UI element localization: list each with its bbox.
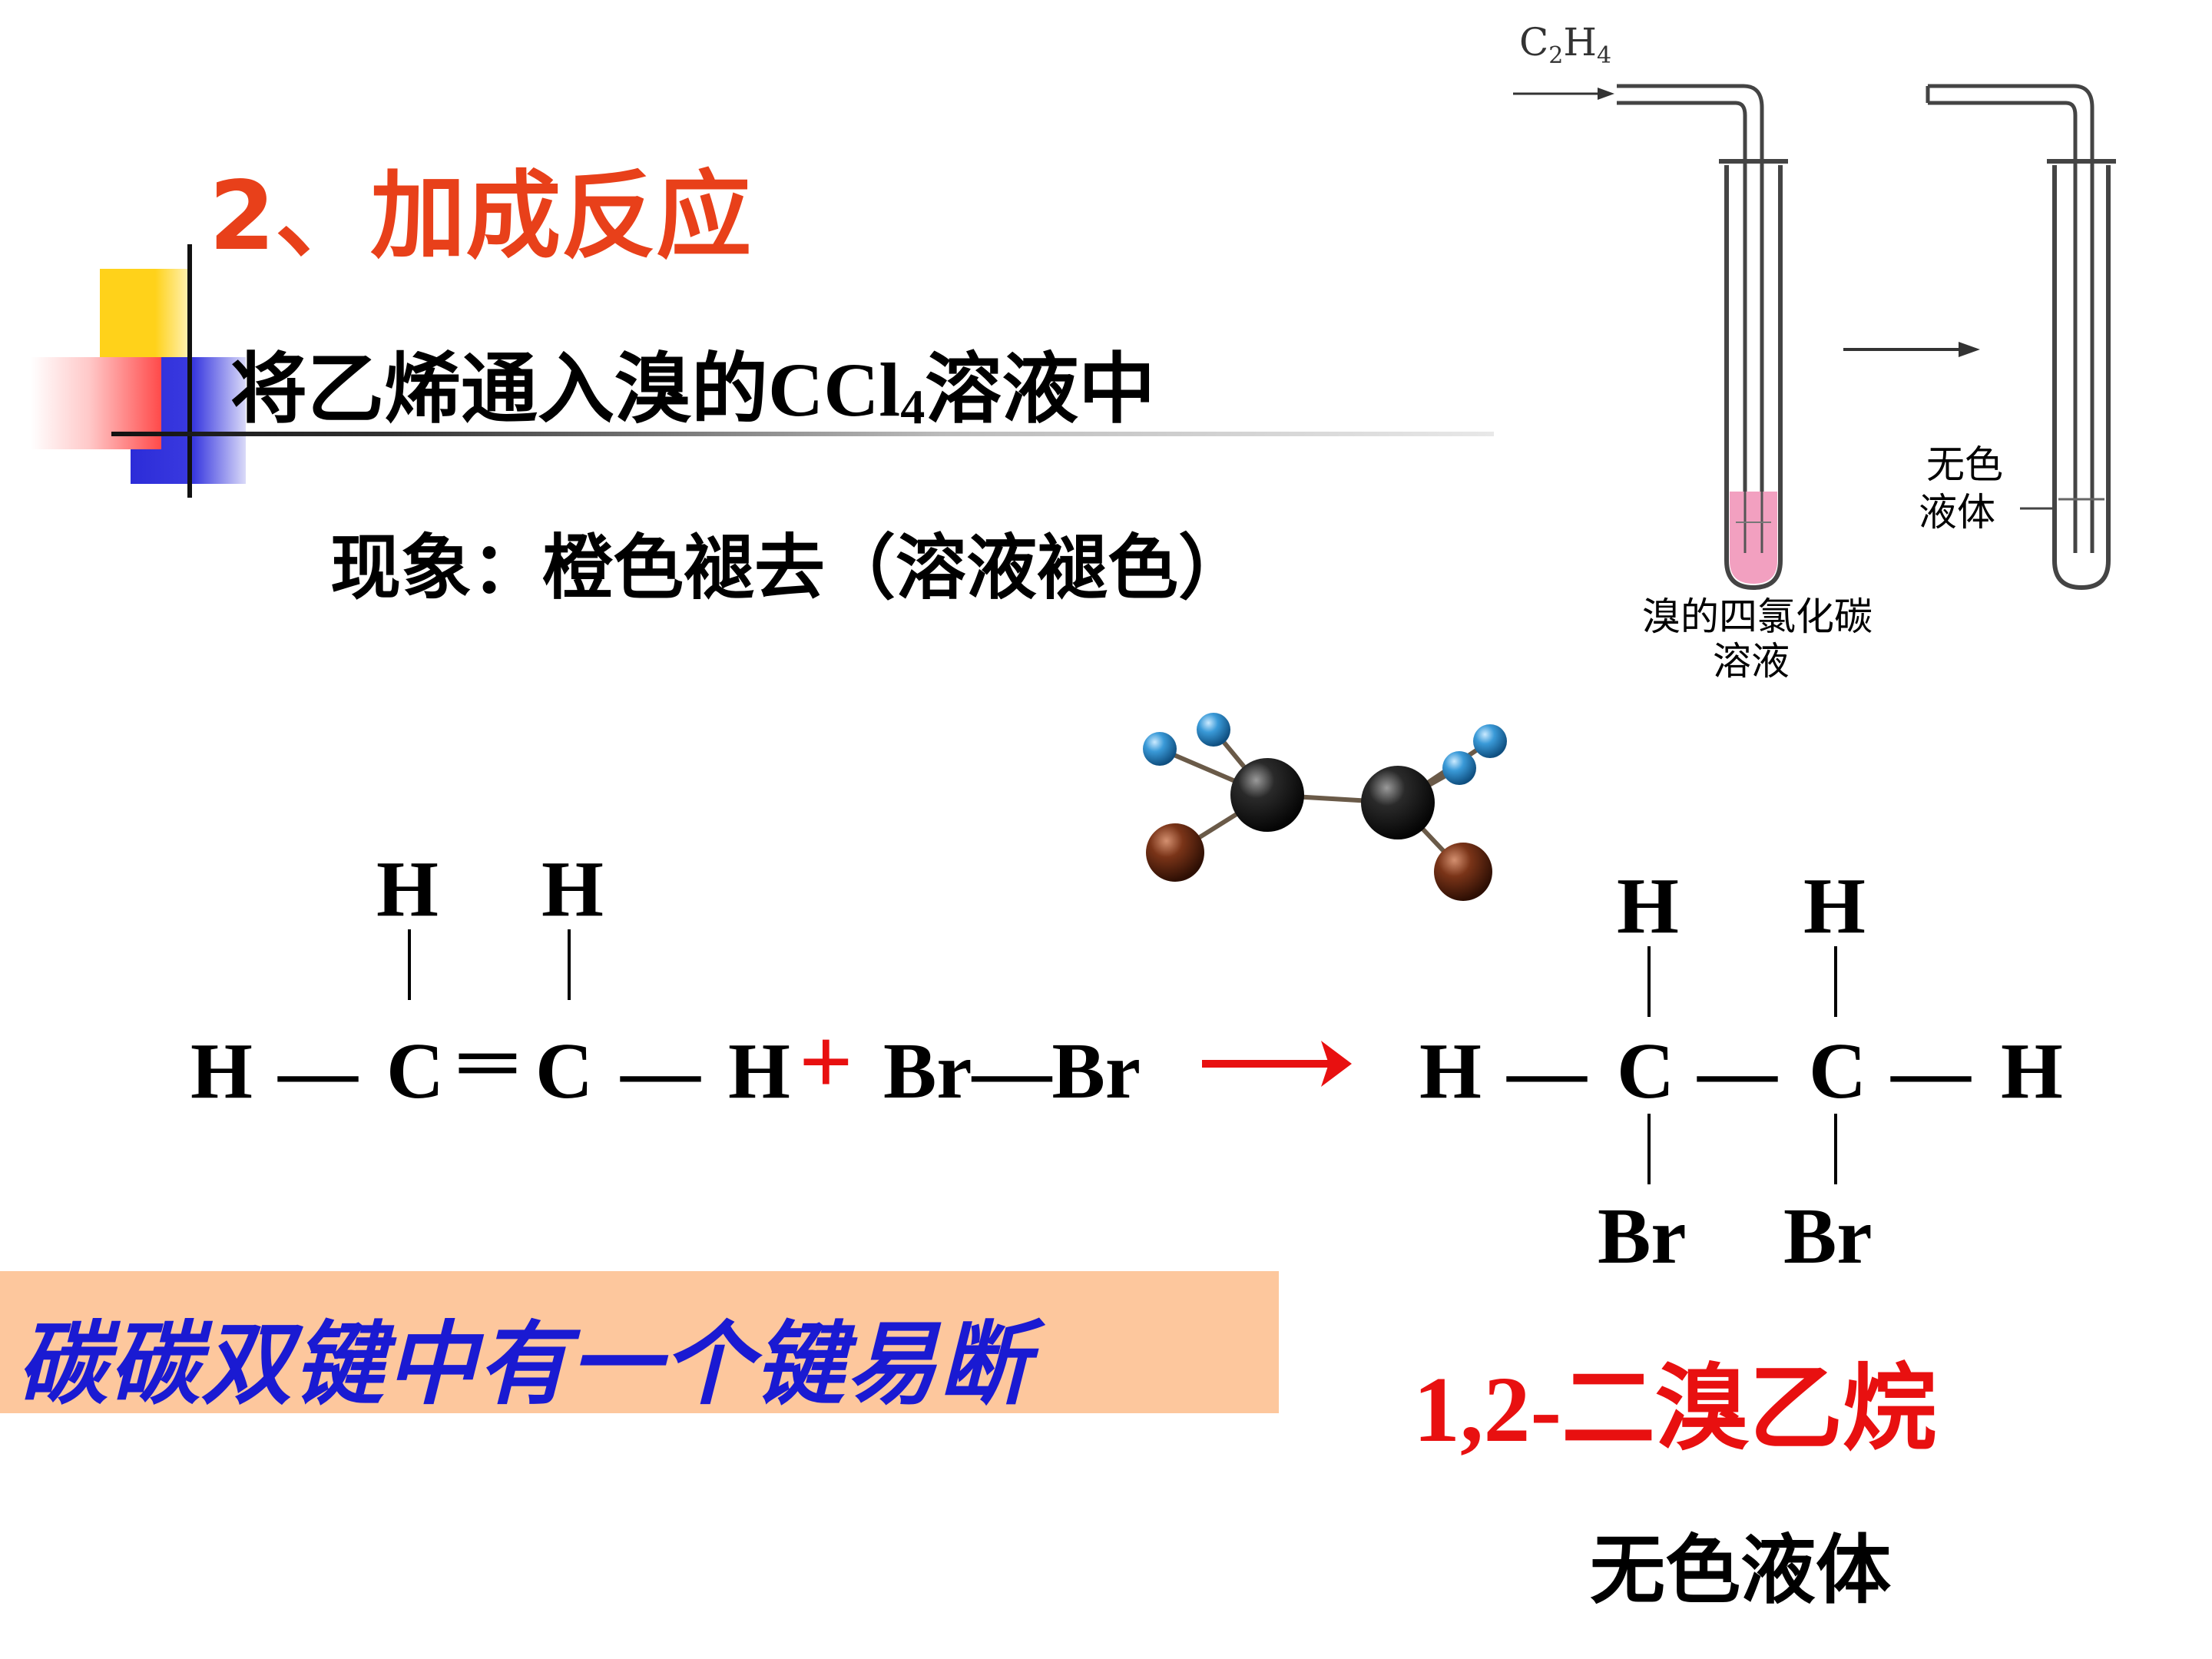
molecule-model-icon (1143, 713, 1507, 901)
reagent-label-line1: 溴的四氯化碳 (1642, 594, 1873, 639)
decor-vertical-line (187, 244, 192, 498)
hydrogen-atom (1197, 713, 1230, 747)
product-bond-vertical (1834, 946, 1837, 1017)
test-tube-product (2020, 159, 2116, 591)
subtitle-text-before: 将乙烯通入溴的CCl (230, 347, 901, 432)
product-h-top-right: H (1803, 862, 1866, 950)
product-bond-vertical (1647, 1114, 1651, 1184)
product-bond-2: — (1697, 1027, 1777, 1115)
plus-sign: + (799, 1009, 853, 1114)
bromine-atom (1146, 823, 1204, 882)
product-bond-3: — (1891, 1027, 1971, 1115)
gas-label: C2H4 (1519, 20, 1611, 69)
phenomenon-text: 现象：橙色褪去（溶液褪色） (330, 527, 1250, 609)
reactant-carbon-1: C (386, 1027, 445, 1115)
product-carbon-1: C (1617, 1027, 1675, 1115)
reaction-arrow-head-icon (1321, 1041, 1352, 1087)
reaction-arrow (1202, 1060, 1333, 1068)
bromine-solution (1730, 492, 1777, 584)
highlight-box (0, 1271, 1279, 1413)
product-name: 1,2-二溴乙烷 (1413, 1358, 1937, 1462)
apparatus-diagram: C2H4 溴的四氯化碳 溶液 无色 液体 (1513, 20, 2116, 684)
bromine-molecule: Br—Br (883, 1027, 1141, 1115)
decor-horizontal-line (111, 432, 1494, 436)
hydrogen-atom (1442, 751, 1476, 785)
decor-yellow-square (100, 269, 192, 361)
bromine-atom (1434, 843, 1492, 901)
product-bond-vertical (1647, 946, 1651, 1017)
reactant-bond-left: — (278, 1027, 358, 1115)
reactant-bond-right: — (621, 1027, 700, 1115)
hydrogen-atom (1473, 724, 1507, 758)
test-tube-reagent (1719, 159, 1788, 591)
product-br-left: Br (1598, 1192, 1687, 1280)
reactant-bond-vertical (568, 929, 571, 1000)
reactant-h-left: H (190, 1027, 253, 1115)
product-state: 无色液体 (1590, 1527, 1892, 1614)
product-label-line1: 无色 (1926, 442, 2003, 487)
reactant-bond-vertical (408, 929, 411, 1000)
delivery-tube-1 (1617, 84, 1764, 553)
product-h-top-left: H (1617, 862, 1679, 950)
reactant-h-right: H (728, 1027, 790, 1115)
product-bond-vertical (1834, 1114, 1837, 1184)
product-carbon-2: C (1809, 1027, 1867, 1115)
delivery-tube-2 (1928, 84, 2094, 553)
reactant-double-bond: ═ (459, 1017, 516, 1105)
subtitle-subscript: 4 (900, 379, 926, 434)
product-br-right: Br (1783, 1192, 1873, 1280)
reactant-carbon-2: C (535, 1027, 594, 1115)
reactant-h-top-right: H (541, 845, 604, 933)
reactant-h-top-left: H (376, 845, 439, 933)
subtitle-text-after: 溶液中 (925, 347, 1156, 432)
product-h-left: H (1419, 1027, 1482, 1115)
experiment-description: 将乙烯通入溴的CCl4溶液中 (230, 326, 1155, 438)
reagent-label-line2: 溶液 (1713, 639, 1790, 684)
highlight-text: 碳碳双键中有一个键易断 (17, 1310, 1031, 1417)
product-bond-1: — (1507, 1027, 1587, 1115)
hydrogen-atom (1143, 732, 1177, 766)
product-h-right: H (2001, 1027, 2063, 1115)
carbon-atom (1230, 758, 1304, 832)
page-title: 2、加成反应 (209, 161, 752, 272)
product-label-line2: 液体 (1919, 490, 1995, 535)
carbon-atom (1361, 766, 1435, 839)
